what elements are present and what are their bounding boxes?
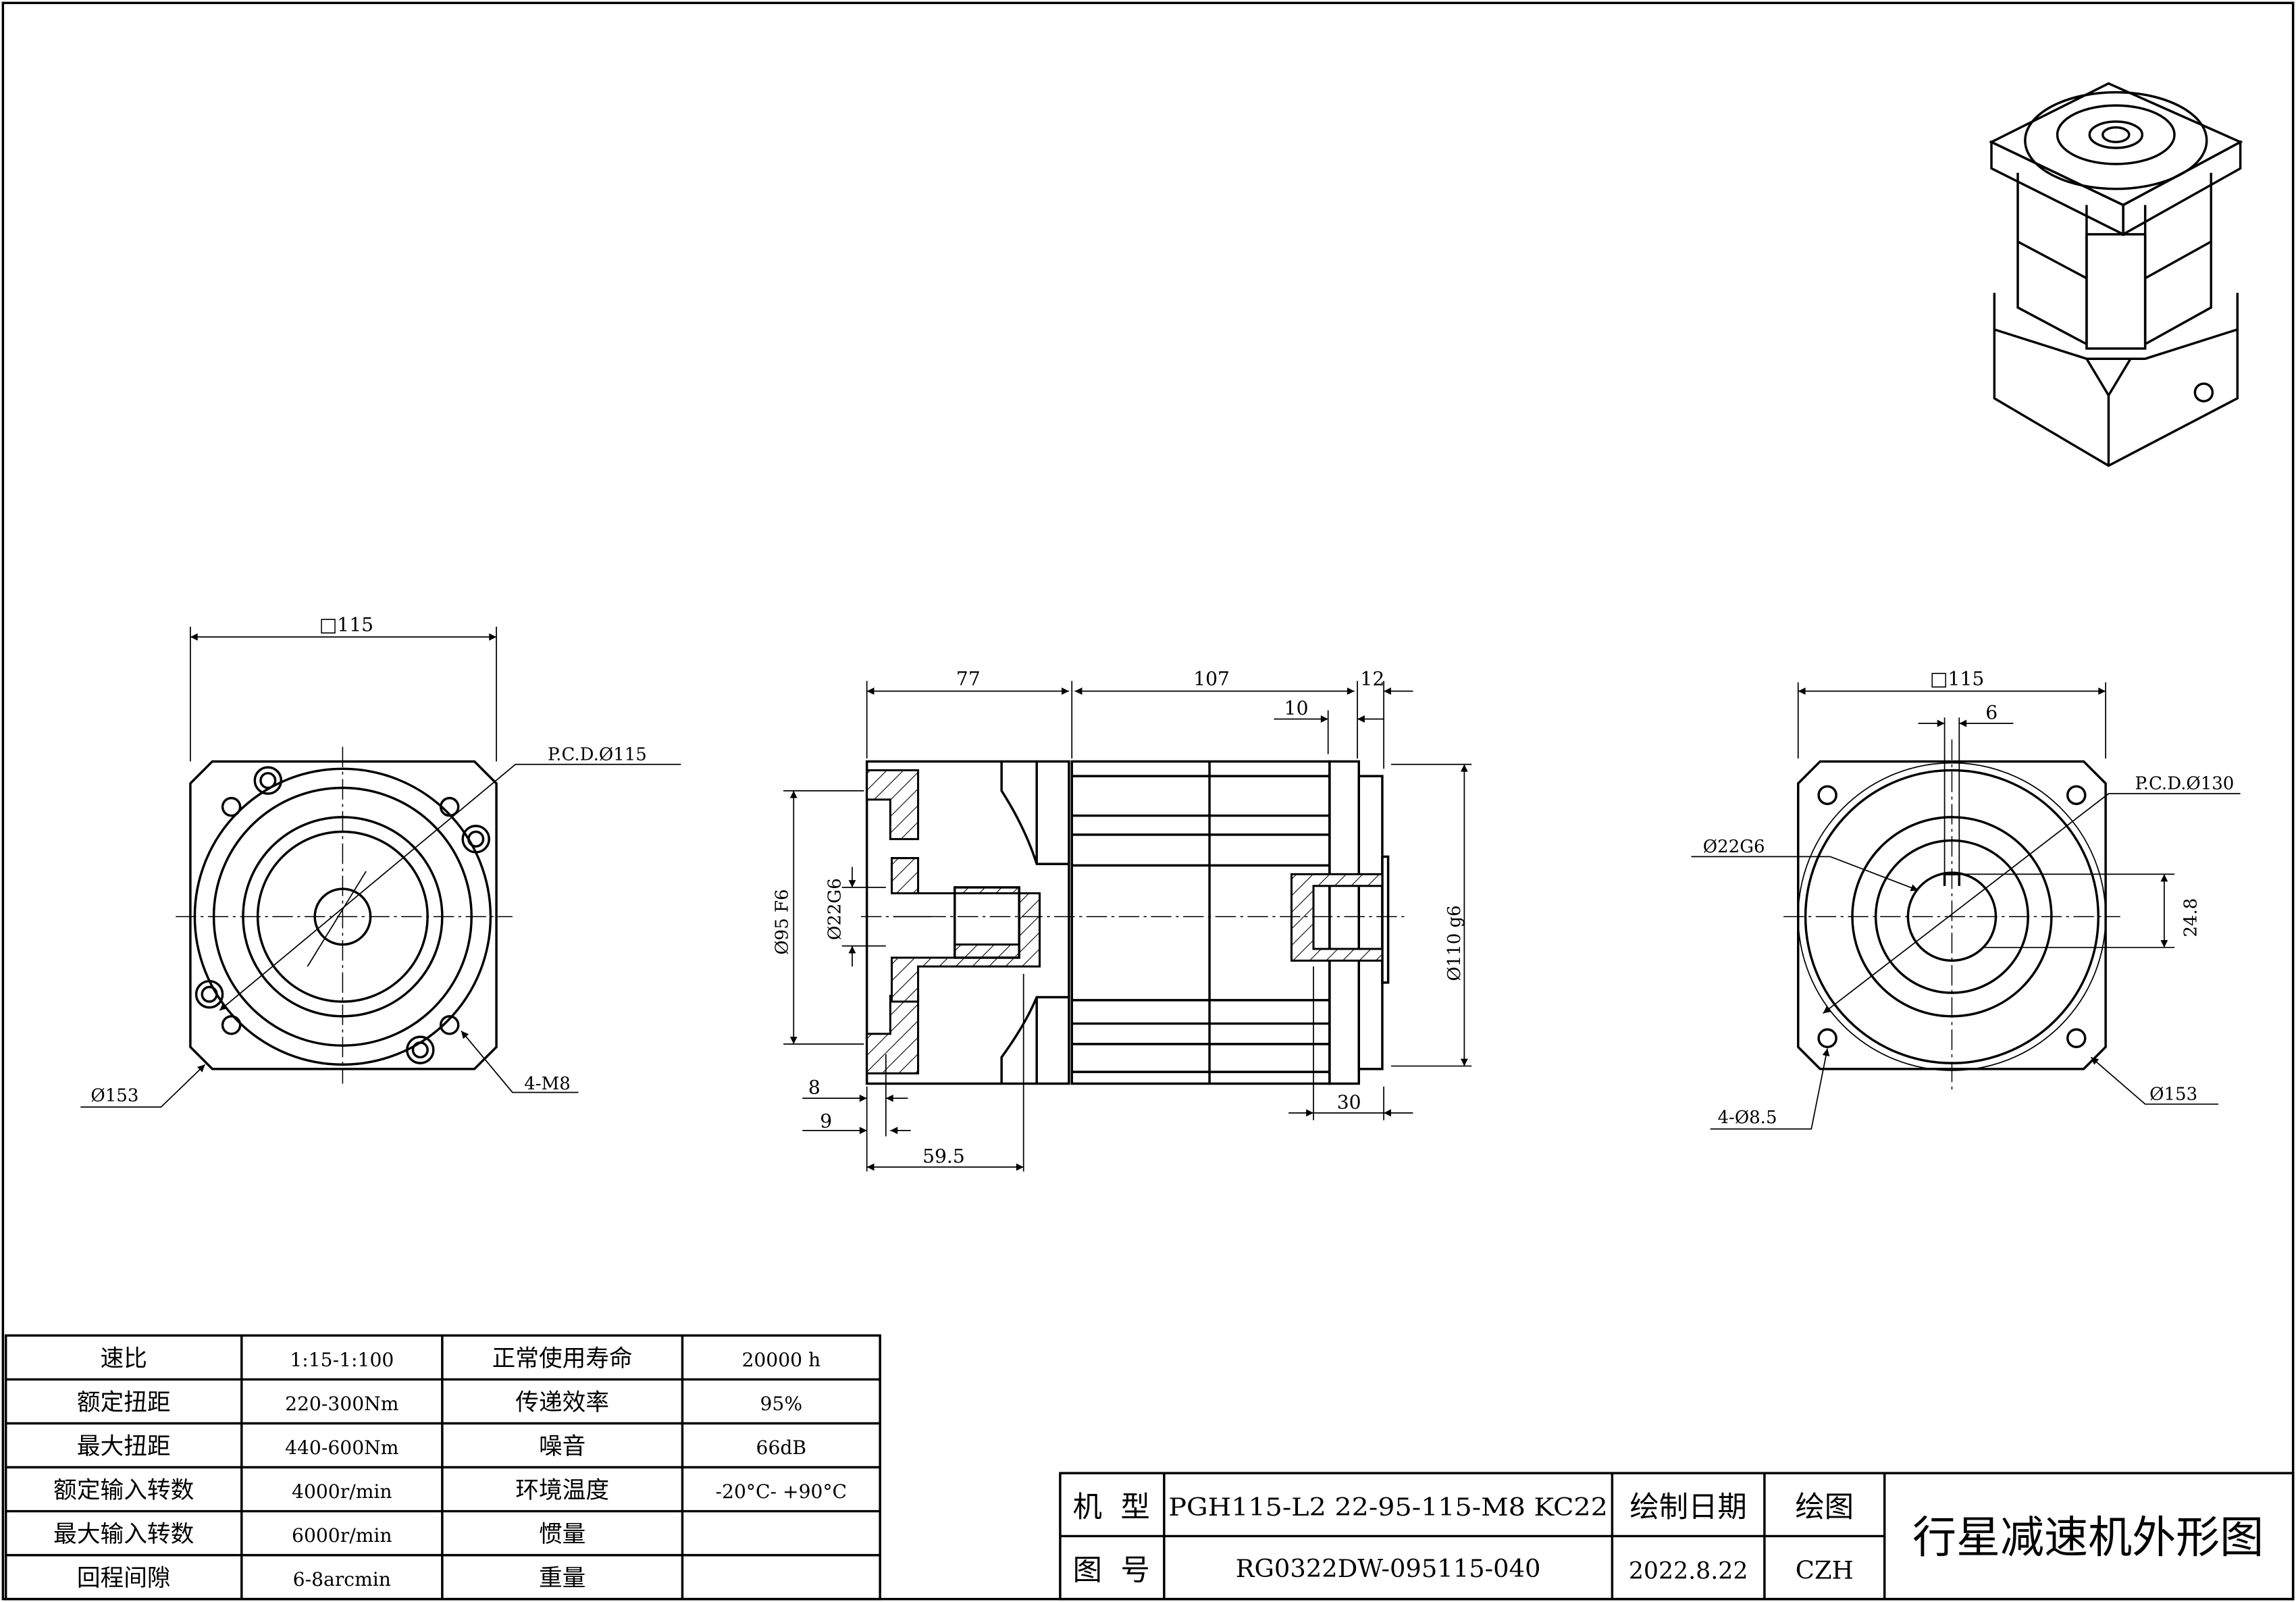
input-end-view: □115 P.C.D.Ø115 Ø153 4-M8 xyxy=(80,613,681,1108)
spec-cell: 6000r/min xyxy=(292,1524,392,1547)
spec-cell: 传递效率 xyxy=(515,1389,609,1416)
spec-cell: 最大扭距 xyxy=(77,1433,171,1460)
dim-holes: 4-Ø8.5 xyxy=(1717,1108,1777,1128)
side-section-view: 77 107 12 10 Ø95 F6 Ø22G6 Ø110 g6 8 9 59… xyxy=(773,668,1472,1172)
spec-cell: 速比 xyxy=(101,1345,147,1372)
dim-dia-153: Ø153 xyxy=(90,1085,138,1106)
isometric-view xyxy=(1989,82,2243,467)
drawing-no-value: RG0322DW-095115-040 xyxy=(1236,1554,1541,1583)
dim-59-5: 59.5 xyxy=(922,1145,965,1168)
dim-pcd-130: P.C.D.Ø130 xyxy=(2135,774,2234,794)
date-label: 绘制日期 xyxy=(1629,1491,1746,1524)
spec-cell: 回程间隙 xyxy=(77,1565,171,1592)
dim-pilot-95: Ø95 F6 xyxy=(773,889,793,954)
spec-cell: 正常使用寿命 xyxy=(492,1345,633,1372)
spec-cell: 440-600Nm xyxy=(285,1437,398,1459)
dim-77: 77 xyxy=(956,668,981,690)
spec-cell: 95% xyxy=(760,1393,803,1415)
spec-cell: 最大输入转数 xyxy=(53,1521,194,1548)
output-end-view: □115 6 P.C.D.Ø130 Ø22G6 24.8 4-Ø8.5 Ø153 xyxy=(1691,668,2241,1130)
spec-cell: 20000 h xyxy=(741,1349,820,1371)
spec-cell: 1:15-1:100 xyxy=(290,1349,394,1371)
dim-out-110: Ø110 g6 xyxy=(1444,905,1465,981)
spec-cell: 6-8arcmin xyxy=(293,1568,391,1591)
title-block: 机 型 PGH115-L2 22-95-115-M8 KC22 图 号 RG03… xyxy=(1059,1472,2295,1601)
drawing-title: 行星减速机外形图 xyxy=(1912,1512,2264,1563)
dim-bore-22: Ø22G6 xyxy=(825,878,845,940)
dim-key-height: 24.8 xyxy=(2181,898,2201,937)
drawer-label: 绘图 xyxy=(1795,1491,1854,1524)
dim-9: 9 xyxy=(820,1110,832,1133)
spec-cell: 220-300Nm xyxy=(285,1393,398,1415)
dim-key-6: 6 xyxy=(1985,702,1998,724)
spec-table: 速比 1:15-1:100 正常使用寿命 20000 h 额定扭距 220-300Nm 传递… xyxy=(4,1334,881,1601)
spec-cell: 额定扭距 xyxy=(77,1389,171,1416)
spec-cell: 环境温度 xyxy=(515,1477,609,1504)
dim-107: 107 xyxy=(1193,668,1230,690)
drawer-value: CZH xyxy=(1796,1555,1854,1584)
drawing-no-label: 图 号 xyxy=(1073,1553,1150,1587)
dim-square-115-right: □115 xyxy=(1930,668,1984,690)
dim-pcd-115: P.C.D.Ø115 xyxy=(548,744,647,765)
model-label: 机 型 xyxy=(1073,1491,1150,1524)
date-value: 2022.8.22 xyxy=(1629,1557,1748,1584)
spec-cell: 66dB xyxy=(756,1437,807,1459)
spec-cell: 额定输入转数 xyxy=(53,1477,194,1504)
model-value: PGH115-L2 22-95-115-M8 KC22 xyxy=(1168,1493,1608,1522)
spec-cell: 4000r/min xyxy=(292,1480,392,1503)
dim-12: 12 xyxy=(1360,668,1384,690)
spec-cell: 噪音 xyxy=(539,1433,585,1460)
dim-square-115: □115 xyxy=(319,613,373,636)
spec-cell: 重量 xyxy=(539,1565,585,1592)
dim-dia-153-right: Ø153 xyxy=(2149,1084,2197,1104)
dim-shaft-22: Ø22G6 xyxy=(1703,837,1765,857)
dim-30: 30 xyxy=(1337,1091,1361,1113)
spec-cell: 惯量 xyxy=(539,1521,585,1548)
dim-4-m8: 4-M8 xyxy=(524,1074,571,1094)
spec-cell: -20°C- +90°C xyxy=(716,1480,847,1503)
dim-10: 10 xyxy=(1284,697,1309,719)
dim-8: 8 xyxy=(808,1077,820,1099)
